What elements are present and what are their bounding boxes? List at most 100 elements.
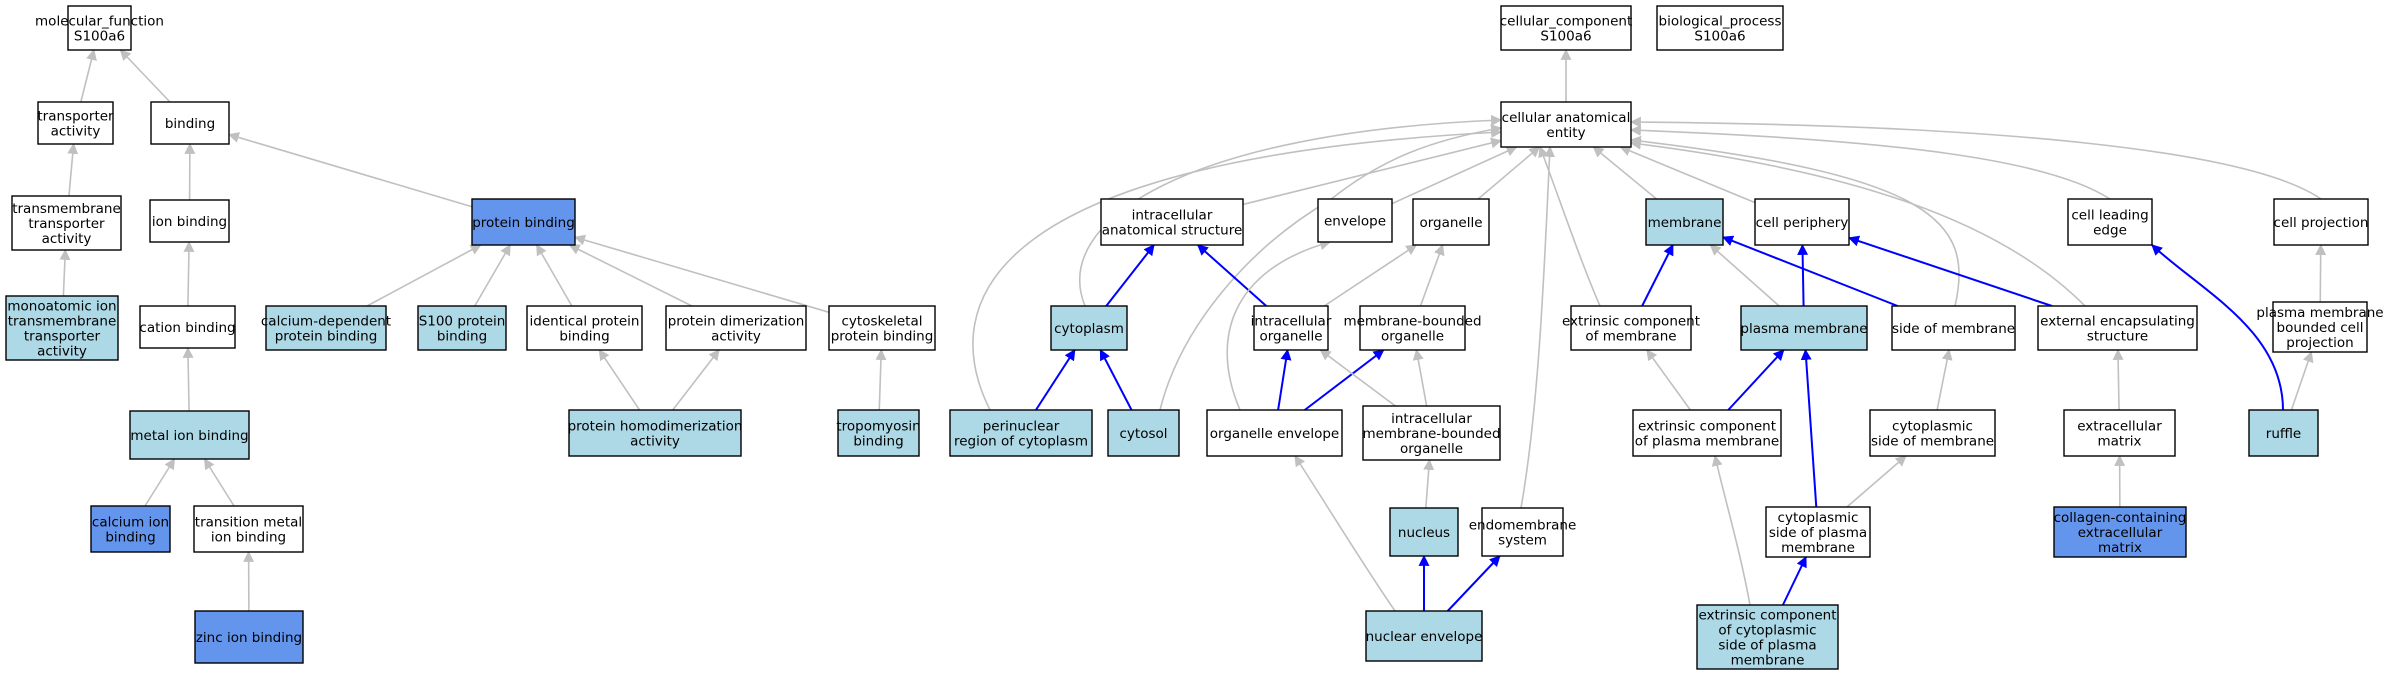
node-box	[2272, 301, 2368, 353]
node-plasma-membrane[interactable]: plasma membrane	[1740, 305, 1868, 351]
node-box	[526, 305, 643, 351]
node-organelle[interactable]: organelle	[1412, 198, 1490, 246]
edge-org_envelope-to-envelope	[1226, 239, 1332, 411]
node-box	[2063, 409, 2176, 457]
node-binding[interactable]: binding	[150, 101, 230, 145]
node-nuclear-envelope[interactable]: nuclear envelope	[1365, 610, 1483, 662]
node-label-line: nuclear envelope	[1366, 629, 1483, 645]
node-cation-binding[interactable]: cation binding	[139, 305, 236, 349]
node-box	[1050, 305, 1128, 351]
node-label-line: intracellular	[1251, 314, 1332, 330]
node-ion-binding[interactable]: ion binding	[149, 199, 230, 243]
node-label-line: identical protein	[530, 314, 640, 330]
node-label-line: side of membrane	[1892, 321, 2015, 337]
node-label-line: S100a6	[1540, 29, 1591, 45]
node-label-line: edge	[2093, 223, 2127, 239]
node-box	[1317, 198, 1393, 243]
node-box	[949, 409, 1093, 457]
node-label-line: monoatomic ion	[7, 299, 116, 315]
node-label-line: ion binding	[211, 530, 286, 546]
edge-intracellular_as-to-cae	[1242, 137, 1503, 206]
node-box	[1500, 5, 1632, 51]
node-ruffle[interactable]: ruffle	[2248, 409, 2319, 457]
node-envelope[interactable]: envelope	[1317, 198, 1393, 243]
edge-s100-to-protein_binding	[474, 244, 511, 307]
node-label-line: organelle	[1381, 329, 1444, 345]
node-label-line: cytoplasmic	[1892, 419, 1973, 435]
node-box	[129, 410, 250, 460]
node-label-line: membrane-bounded	[1362, 426, 1500, 442]
node-label-line: protein binding	[831, 329, 934, 345]
node-label-line: molecular_function	[35, 14, 164, 30]
node-side-membrane[interactable]: side of membrane	[1891, 305, 2016, 351]
node-box	[1570, 305, 1692, 351]
node-label-line: activity	[711, 329, 761, 345]
node-label-line: membrane-bounded	[1343, 314, 1481, 330]
node-cell-projection[interactable]: cell projection	[2273, 198, 2369, 246]
edge-mb_organelle-to-organelle	[1419, 243, 1445, 307]
node-metal-ion[interactable]: metal ion binding	[129, 410, 250, 460]
node-label-line: extracellular	[2077, 419, 2162, 435]
node-label-line: activity	[630, 434, 680, 450]
node-label-line: side of plasma	[1769, 525, 1867, 541]
node-label-line: matrix	[2097, 434, 2141, 450]
node-nucleus[interactable]: nucleus	[1389, 507, 1459, 557]
node-box	[149, 199, 230, 243]
node-cytoplasm[interactable]: cytoplasm	[1050, 305, 1128, 351]
node-cytosol[interactable]: cytosol	[1107, 409, 1180, 457]
node-mono-ion[interactable]: monoatomic iontransmembranetransporterac…	[5, 295, 119, 361]
node-box	[2037, 305, 2198, 351]
edge-intracellular_org-to-intracellular_as	[1196, 244, 1267, 307]
node-protein-binding[interactable]: protein binding	[471, 198, 576, 246]
node-box	[1765, 506, 1871, 558]
node-label-line: nucleus	[1398, 525, 1450, 541]
node-label-line: organelle	[1419, 215, 1482, 231]
edge-cell_leading_edge-to-cae	[1629, 124, 2111, 200]
node-label-line: activity	[51, 124, 101, 140]
node-box	[471, 198, 576, 246]
node-zinc-ion[interactable]: zinc ion binding	[194, 610, 304, 664]
node-label-line: binding	[853, 434, 903, 450]
node-org-envelope[interactable]: organelle envelope	[1206, 409, 1343, 457]
node-membrane[interactable]: membrane	[1645, 198, 1724, 246]
edge-dimerization-to-protein_binding	[568, 244, 693, 307]
node-label-line: transporter	[28, 216, 105, 232]
node-box	[67, 5, 132, 51]
edge-plasma_membrane-to-membrane	[1709, 244, 1780, 307]
node-box	[1869, 409, 1996, 457]
edge-perinuclear-to-cae	[972, 127, 1503, 411]
node-cell-periphery[interactable]: cell periphery	[1754, 198, 1850, 246]
node-box	[568, 409, 742, 457]
